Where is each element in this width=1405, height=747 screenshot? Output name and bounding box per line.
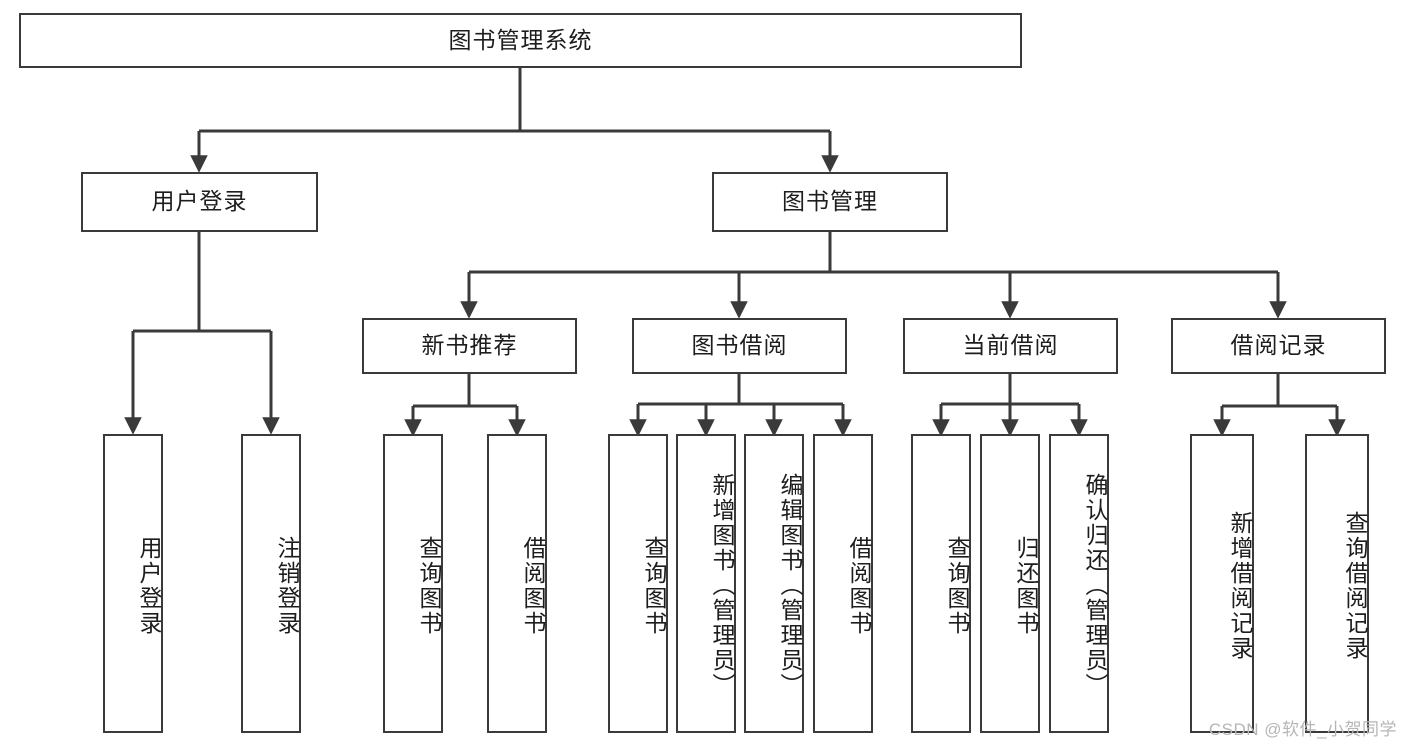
node-leaf-borrow-book-new[interactable]: 借阅图书	[487, 434, 547, 733]
node-label: 注销登录	[274, 535, 300, 636]
node-leaf-add-book[interactable]: 新增图书（管理员）	[676, 434, 736, 733]
node-book-borrow[interactable]: 图书借阅	[632, 318, 847, 374]
node-label: 查询借阅记录	[1342, 510, 1368, 661]
node-label: 确认归还（管理员）	[1082, 473, 1108, 698]
node-leaf-query-book-current[interactable]: 查询图书	[911, 434, 971, 733]
node-new-book-recommend[interactable]: 新书推荐	[362, 318, 577, 374]
node-leaf-user-login[interactable]: 用户登录	[103, 434, 163, 733]
node-borrow-record[interactable]: 借阅记录	[1171, 318, 1386, 374]
node-leaf-query-book-new[interactable]: 查询图书	[383, 434, 443, 733]
node-label: 新增图书（管理员）	[709, 473, 735, 698]
node-label: 查询图书	[944, 535, 970, 636]
node-label: 归还图书	[1013, 535, 1039, 636]
node-label: 新增借阅记录	[1227, 510, 1253, 661]
node-label: 图书管理系统	[448, 26, 593, 53]
node-leaf-query-book-borrow[interactable]: 查询图书	[608, 434, 668, 733]
node-leaf-add-borrow-record[interactable]: 新增借阅记录	[1190, 434, 1254, 733]
node-current-borrow[interactable]: 当前借阅	[903, 318, 1118, 374]
node-label: 用户登录	[136, 535, 162, 636]
node-label: 查询图书	[641, 535, 667, 636]
node-label: 当前借阅	[962, 332, 1059, 359]
node-label: 借阅图书	[846, 535, 872, 636]
node-label: 图书借阅	[691, 332, 788, 359]
node-leaf-edit-book[interactable]: 编辑图书（管理员）	[744, 434, 804, 733]
node-leaf-return-book[interactable]: 归还图书	[980, 434, 1040, 733]
node-label: 借阅记录	[1230, 332, 1327, 359]
node-label: 新书推荐	[421, 332, 518, 359]
node-label: 用户登录	[151, 188, 248, 215]
node-leaf-confirm-return[interactable]: 确认归还（管理员）	[1049, 434, 1109, 733]
node-label: 图书管理	[782, 188, 878, 215]
node-label: 编辑图书（管理员）	[777, 473, 803, 698]
node-leaf-borrow-book[interactable]: 借阅图书	[813, 434, 873, 733]
node-book-management-system[interactable]: 图书管理系统	[19, 13, 1022, 68]
node-user-login[interactable]: 用户登录	[81, 172, 318, 232]
node-leaf-logout-login[interactable]: 注销登录	[241, 434, 301, 733]
node-book-management[interactable]: 图书管理	[712, 172, 948, 232]
node-label: 查询图书	[416, 535, 442, 636]
node-leaf-query-borrow-record[interactable]: 查询借阅记录	[1305, 434, 1369, 733]
node-label: 借阅图书	[520, 535, 546, 636]
